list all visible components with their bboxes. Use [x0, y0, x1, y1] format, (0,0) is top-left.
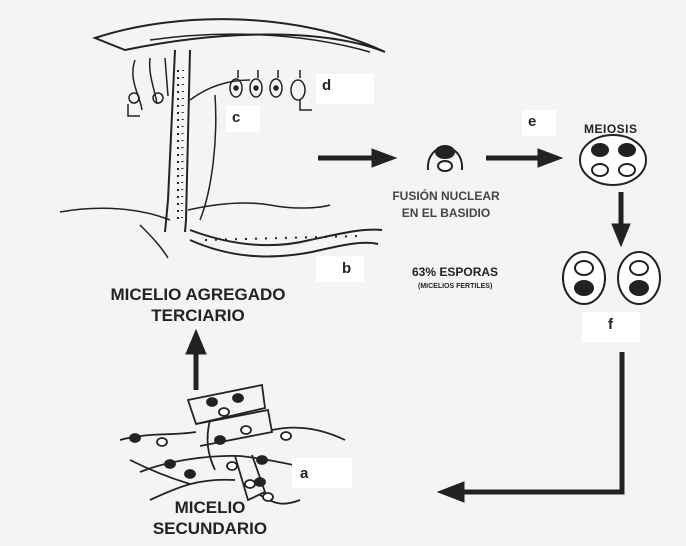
label-b: b — [342, 260, 351, 277]
arrow-to-meiosis — [486, 149, 562, 167]
micelio-secundario-line-1: MICELIO — [130, 497, 290, 518]
label-f: f — [608, 316, 613, 333]
meiosis-label: MEIOSIS — [584, 122, 638, 136]
micelio-secundario-line-2: SECUNDARIO — [130, 518, 290, 539]
esporas-label: 63% ESPORAS — [412, 265, 498, 279]
fusion-nuclear-label: FUSIÓN NUCLEAR EN EL BASIDIO — [376, 188, 516, 222]
micelio-agregado-line-2: TERCIARIO — [60, 305, 336, 326]
arrow-return-to-secondary — [438, 352, 622, 502]
label-e: e — [528, 113, 536, 130]
arrow-to-fusion — [318, 149, 396, 167]
label-a: a — [300, 465, 308, 482]
fusion-line-2: EN EL BASIDIO — [376, 205, 516, 222]
micelio-agregado-line-1: MICELIO AGREGADO — [60, 284, 336, 305]
label-d: d — [322, 77, 331, 94]
micelio-agregado-label: MICELIO AGREGADO TERCIARIO — [60, 284, 336, 326]
arrow-to-spores — [612, 192, 630, 246]
micelio-secundario-label: MICELIO SECUNDARIO — [130, 497, 290, 539]
basidium-fusion — [428, 146, 462, 171]
esporas-sublabel: (MICELIOS FERTILES) — [418, 283, 492, 290]
meiosis-cell — [580, 135, 646, 185]
arrow-to-tertiary — [186, 330, 206, 390]
spore-pair — [563, 252, 660, 304]
label-c: c — [232, 109, 240, 126]
mushroom-basidiocarp — [60, 19, 385, 258]
fusion-line-1: FUSIÓN NUCLEAR — [376, 188, 516, 205]
